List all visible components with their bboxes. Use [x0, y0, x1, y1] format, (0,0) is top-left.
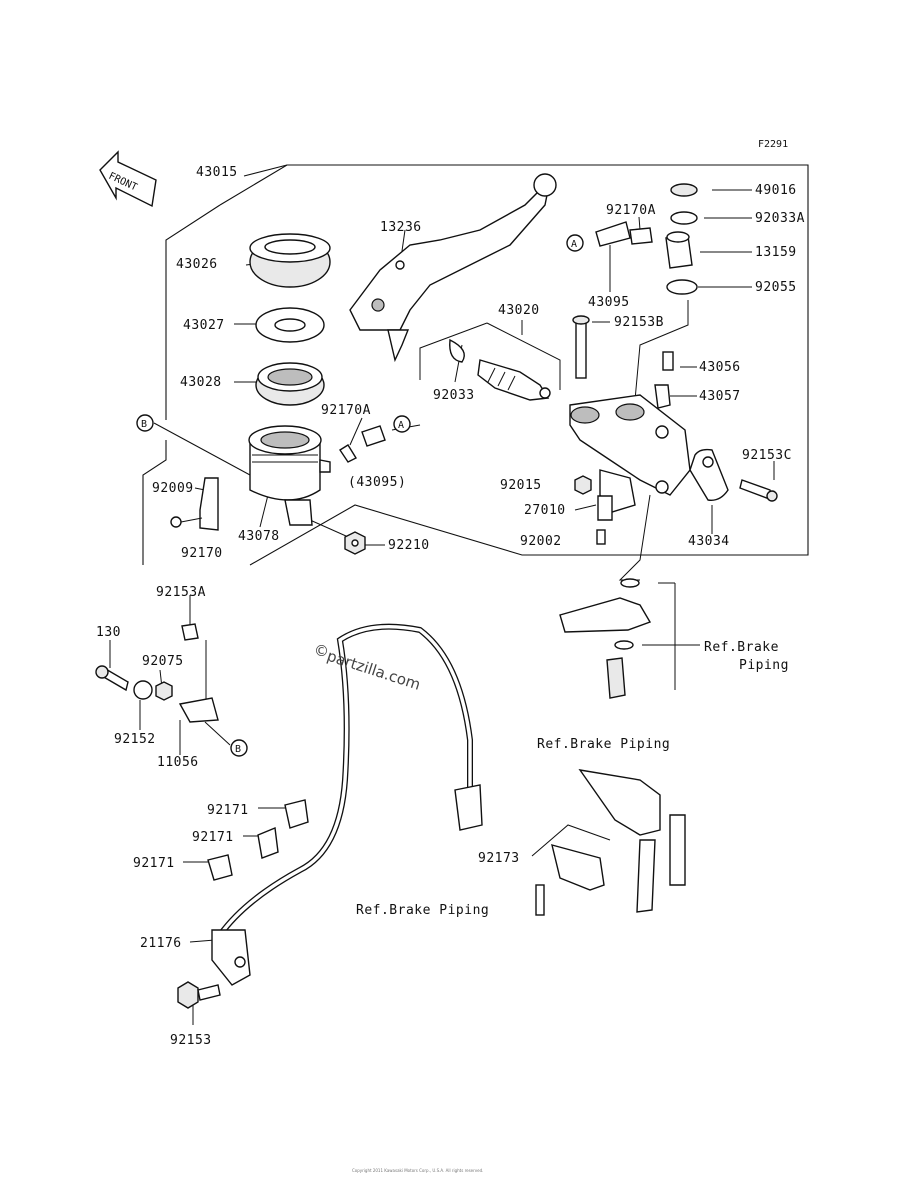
- part-label-92153: 92153: [170, 1033, 212, 1048]
- piston-circlip: [449, 338, 465, 363]
- part-label-92075: 92075: [142, 654, 184, 669]
- part-label-92171-a: 92171: [207, 803, 249, 818]
- master-cylinder-body: [569, 394, 691, 513]
- watermark: © partzilla.com: [314, 642, 423, 694]
- part-label-92170a-top: 92170A: [606, 203, 656, 218]
- watermark-text: partzilla.com: [325, 647, 423, 694]
- part-label-43015: 43015: [196, 165, 238, 180]
- part-label-92170a-reservoir: 92170A: [321, 403, 371, 418]
- piping-bracket: [535, 769, 686, 916]
- part-label-92171-b: 92171: [192, 830, 234, 845]
- part-label-92033a: 92033A: [755, 211, 805, 226]
- part-label-13236: 13236: [380, 220, 422, 235]
- callout-b-upper-text: B: [141, 419, 147, 430]
- part-label-92152: 92152: [114, 732, 156, 747]
- leader-lines: [109, 164, 775, 1025]
- bleeder-valve: [654, 351, 674, 409]
- part-label-43020: 43020: [498, 303, 540, 318]
- abs-sensor-harness: [211, 623, 483, 986]
- front-arrow-icon: FRONT: [99, 150, 157, 208]
- part-label-43057: 43057: [699, 389, 741, 404]
- part-label-49016: 49016: [755, 183, 797, 198]
- callout-a-upper: A: [393, 415, 411, 433]
- handlebar-clamp: [689, 448, 729, 501]
- part-label-43027: 43027: [183, 318, 225, 333]
- part-label-21176: 21176: [140, 936, 182, 951]
- callout-b-upper: B: [136, 414, 154, 432]
- reservoir-plate: [255, 307, 325, 343]
- callout-b-lower-text: B: [235, 744, 241, 755]
- part-label-43078: 43078: [238, 529, 280, 544]
- callout-a-upper-text: A: [398, 420, 404, 431]
- callout-b-lower: B: [230, 739, 248, 757]
- part-label-92210: 92210: [388, 538, 430, 553]
- ref-brake-piping-3: Ref.Brake Piping: [356, 903, 489, 918]
- part-label-92170: 92170: [181, 546, 223, 561]
- reservoir-diaphragm: [255, 362, 325, 406]
- watermark-symbol: ©: [314, 642, 329, 660]
- part-label-43095-paren: (43095): [348, 475, 406, 490]
- part-label-43026: 43026: [176, 257, 218, 272]
- part-label-13159: 13159: [755, 245, 797, 260]
- ref-brake-piping-1-line1: Ref.Brake: [704, 640, 779, 655]
- part-label-130: 130: [96, 625, 121, 640]
- part-label-43095: 43095: [588, 295, 630, 310]
- sensor-bolt: [177, 981, 221, 1009]
- reservoir-nut: [344, 531, 366, 555]
- brake-switch-parts: [574, 475, 613, 545]
- switch-bracket-assembly: [95, 623, 219, 723]
- part-label-92055: 92055: [755, 280, 797, 295]
- ref-brake-piping-2: Ref.Brake Piping: [537, 737, 670, 752]
- brake-lever: [349, 173, 557, 363]
- reservoir-bracket: [170, 477, 219, 531]
- ref-brake-piping-1-line2: Piping: [739, 658, 789, 673]
- brake-hose-fitting: [559, 578, 652, 699]
- callout-a-right-text: A: [571, 239, 577, 250]
- part-label-43056: 43056: [699, 360, 741, 375]
- part-label-27010: 27010: [524, 503, 566, 518]
- reservoir-tank: [248, 425, 331, 526]
- part-label-92009: 92009: [152, 481, 194, 496]
- clamp-bolt: [739, 479, 778, 502]
- part-label-43028: 43028: [180, 375, 222, 390]
- part-label-92173: 92173: [478, 851, 520, 866]
- lever-pivot-bolt: [572, 315, 590, 379]
- figure-id: F2291: [758, 139, 788, 150]
- harness-clips: [207, 799, 309, 881]
- part-label-92153b: 92153B: [614, 315, 664, 330]
- part-label-92033: 92033: [433, 388, 475, 403]
- piston-kit: [477, 359, 551, 401]
- part-label-92002: 92002: [520, 534, 562, 549]
- reservoir-cap: [249, 233, 331, 288]
- part-label-11056: 11056: [157, 755, 199, 770]
- part-label-92171-c: 92171: [133, 856, 175, 871]
- part-label-92015: 92015: [500, 478, 542, 493]
- part-label-92153c: 92153C: [742, 448, 792, 463]
- reservoir-hose-clamp: [339, 425, 386, 463]
- part-label-92153a: 92153A: [156, 585, 206, 600]
- part-label-43034: 43034: [688, 534, 730, 549]
- reservoir-fitting-parts: [595, 183, 698, 295]
- footer-copyright: Copyright 2011 Kawasaki Motors Corp., U.…: [352, 1168, 483, 1173]
- callout-a-right: A: [566, 234, 584, 252]
